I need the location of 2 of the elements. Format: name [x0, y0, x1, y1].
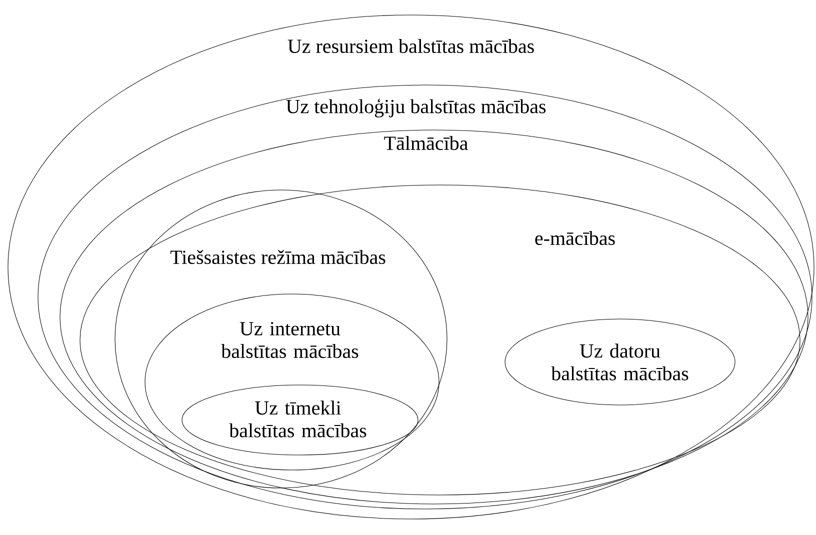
ellipse-region: Uz datoru balstītas mācības	[504, 318, 736, 406]
ellipse-region: Uz tīmekli balstītas mācības	[182, 384, 418, 456]
